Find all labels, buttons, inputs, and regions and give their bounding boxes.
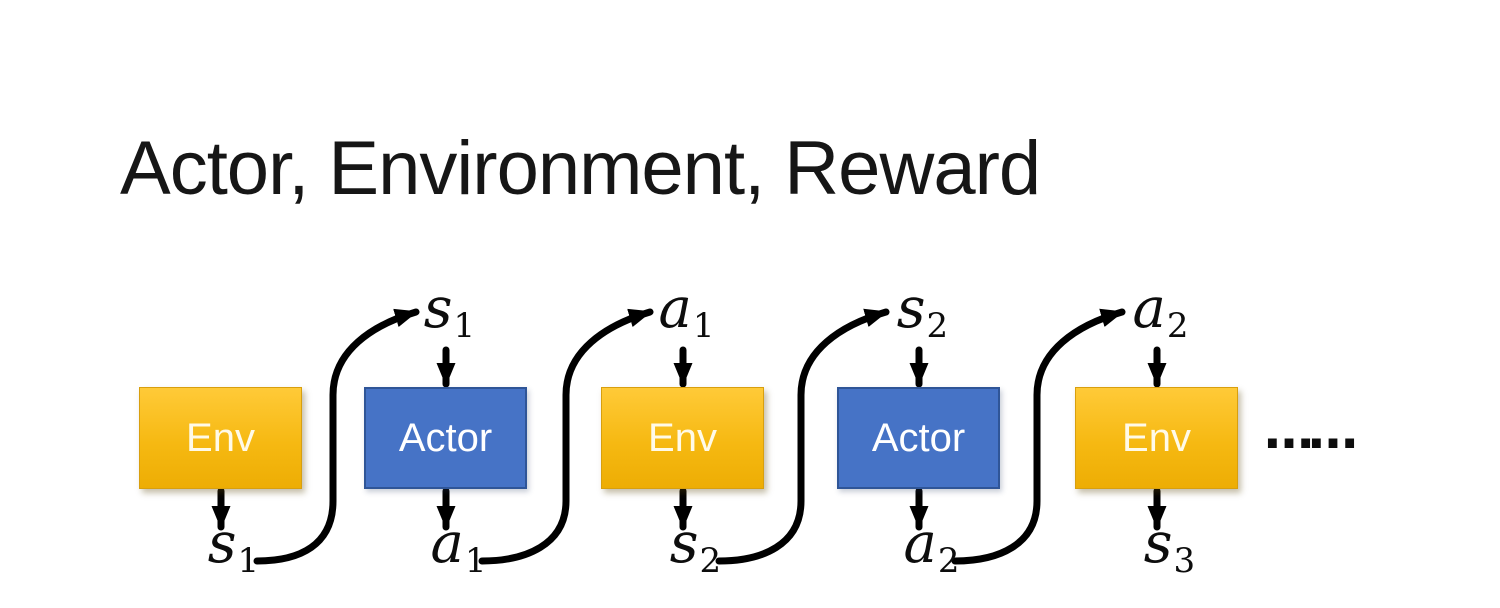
curve-arrow-s2: [715, 308, 890, 565]
top-label-s1-base: s: [423, 276, 453, 341]
bottom-label-s2-sub: 2: [699, 541, 722, 581]
bottom-label-s2-base: s: [669, 511, 699, 576]
bottom-label-a1-base: a: [430, 511, 464, 576]
top-label-a2: a2: [1132, 281, 1189, 350]
bottom-label-a2-sub: 2: [937, 541, 960, 581]
bottom-label-s1: s1: [208, 516, 260, 585]
continuation-ellipsis: ……: [1264, 402, 1358, 460]
bottom-label-a1-sub: 1: [464, 541, 487, 581]
env-box-2: Env: [601, 387, 764, 489]
env-box-3-label: Env: [1122, 415, 1191, 460]
bottom-label-s2: s2: [670, 516, 722, 585]
bottom-label-a2: a2: [903, 516, 960, 585]
env-box-1: Env: [139, 387, 302, 489]
env-box-1-label: Env: [186, 415, 255, 460]
top-label-s2-base: s: [896, 276, 926, 341]
top-label-a1-sub: 1: [692, 306, 715, 346]
bottom-label-a1: a1: [430, 516, 487, 585]
actor-box-1: Actor: [364, 387, 527, 489]
top-label-s1: s1: [424, 281, 476, 350]
top-label-a1: a1: [658, 281, 715, 350]
actor-box-2: Actor: [837, 387, 1000, 489]
bottom-label-s3-base: s: [1143, 511, 1173, 576]
bottom-label-a2-base: a: [903, 511, 937, 576]
bottom-label-s1-sub: 1: [237, 541, 260, 581]
env-box-2-label: Env: [648, 415, 717, 460]
curve-arrow-s1: [253, 308, 420, 565]
actor-box-2-label: Actor: [871, 415, 966, 460]
top-label-s2-sub: 2: [926, 306, 949, 346]
bottom-label-s3: s3: [1144, 516, 1196, 585]
top-label-a2-sub: 2: [1166, 306, 1189, 346]
top-label-s2: s2: [897, 281, 949, 350]
env-box-3: Env: [1075, 387, 1238, 489]
top-label-a2-base: a: [1132, 276, 1166, 341]
curve-arrow-a1: [478, 308, 654, 565]
top-label-a1-base: a: [658, 276, 692, 341]
actor-box-1-label: Actor: [398, 415, 493, 460]
slide-title: Actor, Environment, Reward: [120, 126, 1041, 211]
bottom-label-s3-sub: 3: [1173, 541, 1196, 581]
curve-arrow-a2: [951, 308, 1126, 565]
bottom-label-s1-base: s: [207, 511, 237, 576]
top-label-s1-sub: 1: [453, 306, 476, 346]
